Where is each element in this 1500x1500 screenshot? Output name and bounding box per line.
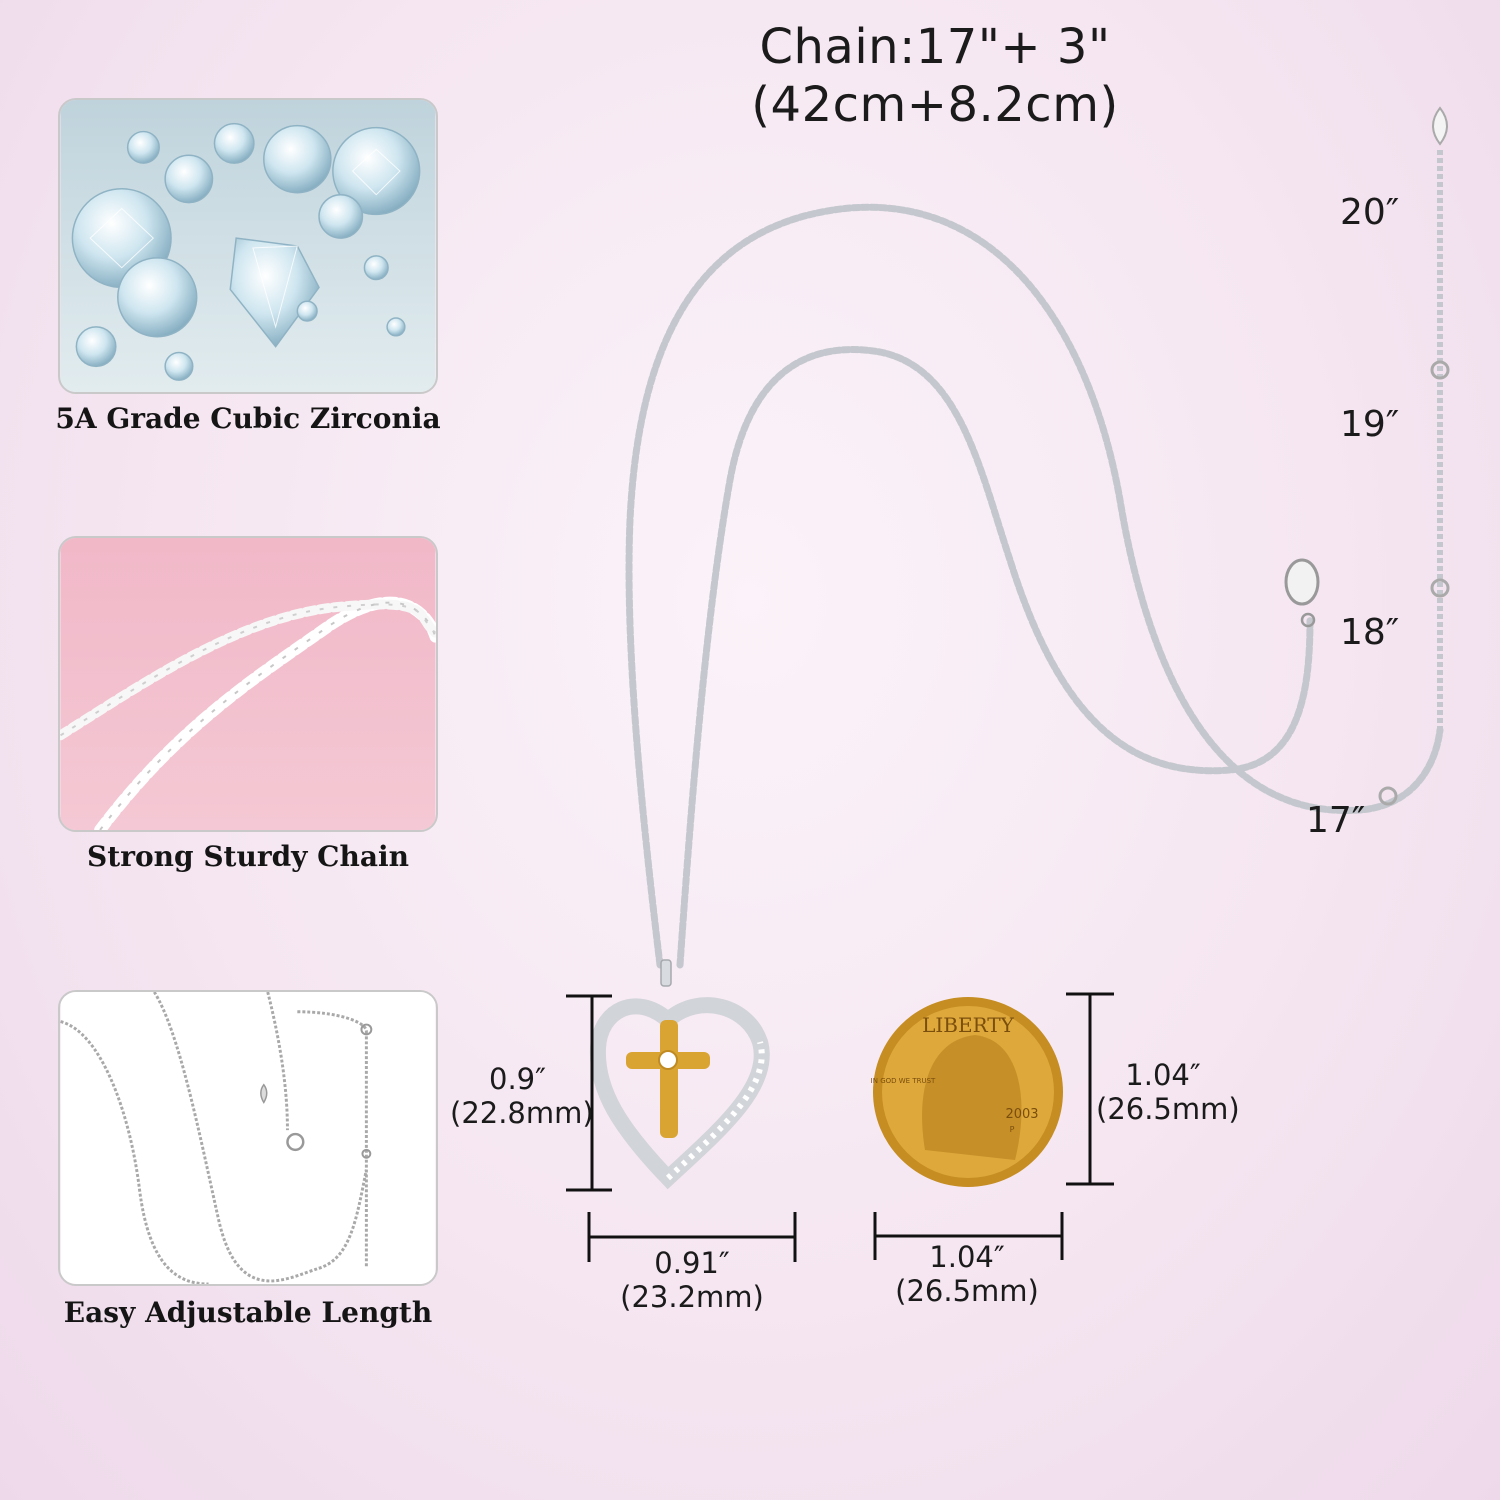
coin-height-inch: 1.04″ bbox=[1125, 1058, 1201, 1092]
lobster-clasp bbox=[1284, 558, 1320, 628]
coin-year-text: 2003 bbox=[1005, 1107, 1038, 1122]
pendant-height-mm: (22.8mm) bbox=[450, 1096, 594, 1130]
pendant-width-mm: (23.2mm) bbox=[620, 1280, 764, 1314]
chain-length-title: Chain:17"+ 3" (42cm+8.2cm) bbox=[700, 18, 1170, 134]
coin: LIBERTY IN GOD WE TRUST 2003 P bbox=[871, 997, 1063, 1187]
zirconia-gems-image bbox=[60, 100, 436, 392]
title-chain-length: Chain:17"+ 3" bbox=[759, 19, 1111, 75]
length-label-18: 18″ bbox=[1340, 612, 1400, 653]
necklace-chain bbox=[625, 150, 1444, 969]
coin-height-label: 1.04″ (26.5mm) bbox=[1096, 1058, 1240, 1126]
feature-caption-zirconia: 5A Grade Cubic Zirconia bbox=[55, 402, 441, 435]
length-label-20: 20″ bbox=[1340, 192, 1400, 233]
coin-liberty-text: LIBERTY bbox=[922, 1013, 1015, 1037]
coin-motto-text: IN GOD WE TRUST bbox=[871, 1077, 936, 1085]
coin-width-label: 1.04″ (26.5mm) bbox=[892, 1240, 1042, 1308]
adjustable-chain-image bbox=[60, 992, 436, 1284]
feature-caption-adjustable: Easy Adjustable Length bbox=[63, 1296, 433, 1329]
pendant-height-label: 0.9″ (22.8mm) bbox=[450, 1062, 594, 1130]
coin-height-mm: (26.5mm) bbox=[1096, 1092, 1240, 1126]
feature-caption-chain: Strong Sturdy Chain bbox=[87, 840, 409, 873]
pendant-height-inch: 0.9″ bbox=[489, 1062, 546, 1096]
title-chain-length-metric: (42cm+8.2cm) bbox=[751, 77, 1119, 133]
dimension-lines bbox=[566, 992, 1114, 1262]
pendant-width-inch: 0.91″ bbox=[654, 1246, 730, 1280]
coin-width-inch: 1.04″ bbox=[929, 1240, 1005, 1274]
zirconia-image-panel bbox=[58, 98, 438, 394]
coin-width-mm: (26.5mm) bbox=[895, 1274, 1039, 1308]
adjustable-image-panel bbox=[58, 990, 438, 1286]
length-label-17: 17″ bbox=[1306, 800, 1366, 841]
heart-cross-pendant bbox=[589, 959, 770, 1190]
chain-image-panel bbox=[58, 536, 438, 832]
pendant-width-label: 0.91″ (23.2mm) bbox=[610, 1246, 774, 1314]
extender-tag bbox=[1378, 106, 1450, 806]
curb-chain-image bbox=[60, 538, 436, 830]
coin-mint-text: P bbox=[1010, 1125, 1015, 1134]
length-label-19: 19″ bbox=[1340, 404, 1400, 445]
